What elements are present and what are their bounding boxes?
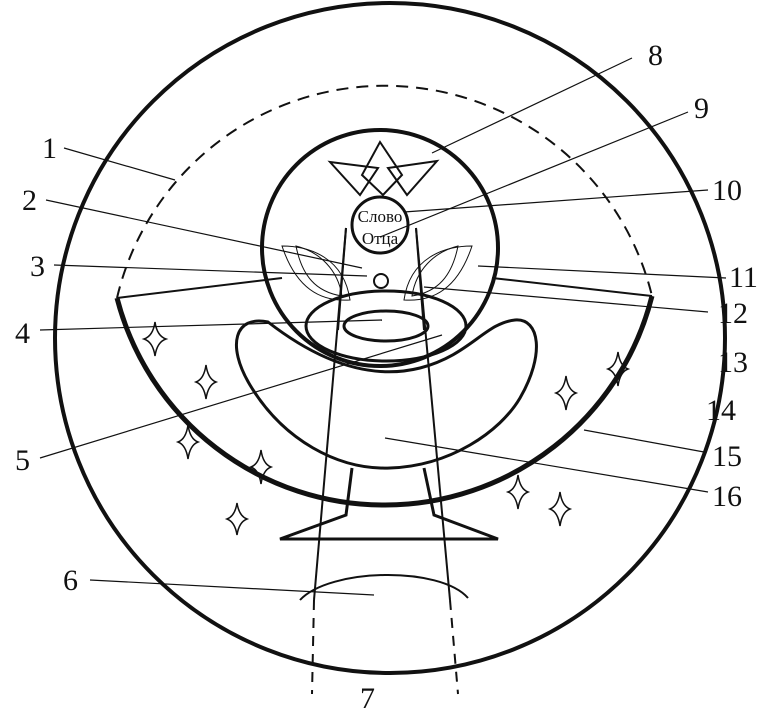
leader-2 — [46, 200, 362, 268]
label-13: 13 — [718, 346, 748, 379]
bowl-rim-left — [117, 278, 282, 298]
star — [550, 492, 570, 526]
crown-leaf — [362, 142, 402, 195]
label-6: 6 — [63, 564, 78, 597]
label-9: 9 — [694, 92, 709, 125]
outer-circle — [55, 3, 725, 673]
label-3: 3 — [30, 250, 45, 283]
leader-16 — [385, 438, 708, 492]
leader-5 — [40, 335, 442, 458]
leader-12 — [424, 287, 708, 312]
bowl-rim-right — [492, 278, 652, 296]
label-14: 14 — [706, 394, 736, 427]
crown-leaf — [330, 162, 378, 195]
number-labels: 1 2 3 4 5 6 7 8 9 10 11 12 13 14 15 16 — [15, 39, 758, 714]
label-12: 12 — [718, 297, 748, 330]
inner-sphere — [262, 130, 498, 366]
beam-right-dashed — [450, 600, 458, 694]
inner-ellipse — [344, 311, 428, 341]
beam-left-inner — [338, 228, 346, 330]
crown-flame — [330, 142, 437, 195]
label-8: 8 — [648, 39, 663, 72]
label-10: 10 — [712, 174, 742, 207]
dashed-arc — [117, 86, 652, 298]
star — [556, 376, 576, 410]
leader-10 — [404, 190, 708, 212]
label-1: 1 — [42, 132, 57, 165]
small-dot — [374, 274, 388, 288]
bowl-outline — [117, 296, 652, 505]
leader-15 — [584, 430, 704, 452]
label-5: 5 — [15, 444, 30, 477]
leader-1 — [64, 148, 175, 180]
label-16: 16 — [712, 480, 742, 513]
leader-8 — [432, 58, 632, 153]
label-15: 15 — [712, 440, 742, 473]
crown-leaf — [388, 161, 437, 195]
outer-ellipse — [306, 291, 466, 361]
leader-4 — [40, 320, 382, 330]
label-2: 2 — [22, 184, 37, 217]
label-7: 7 — [360, 682, 375, 714]
star — [508, 475, 528, 509]
beam-left-dashed — [312, 600, 314, 694]
label-4: 4 — [15, 317, 30, 350]
leader-11 — [478, 266, 726, 278]
wing-left-inner — [296, 246, 342, 296]
star — [227, 503, 247, 535]
leader-lines — [40, 58, 726, 595]
bottom-dome — [300, 575, 468, 600]
label-11: 11 — [729, 261, 758, 294]
leader-3 — [54, 265, 367, 276]
star — [196, 365, 216, 399]
word-line-1: Слово — [358, 207, 403, 226]
